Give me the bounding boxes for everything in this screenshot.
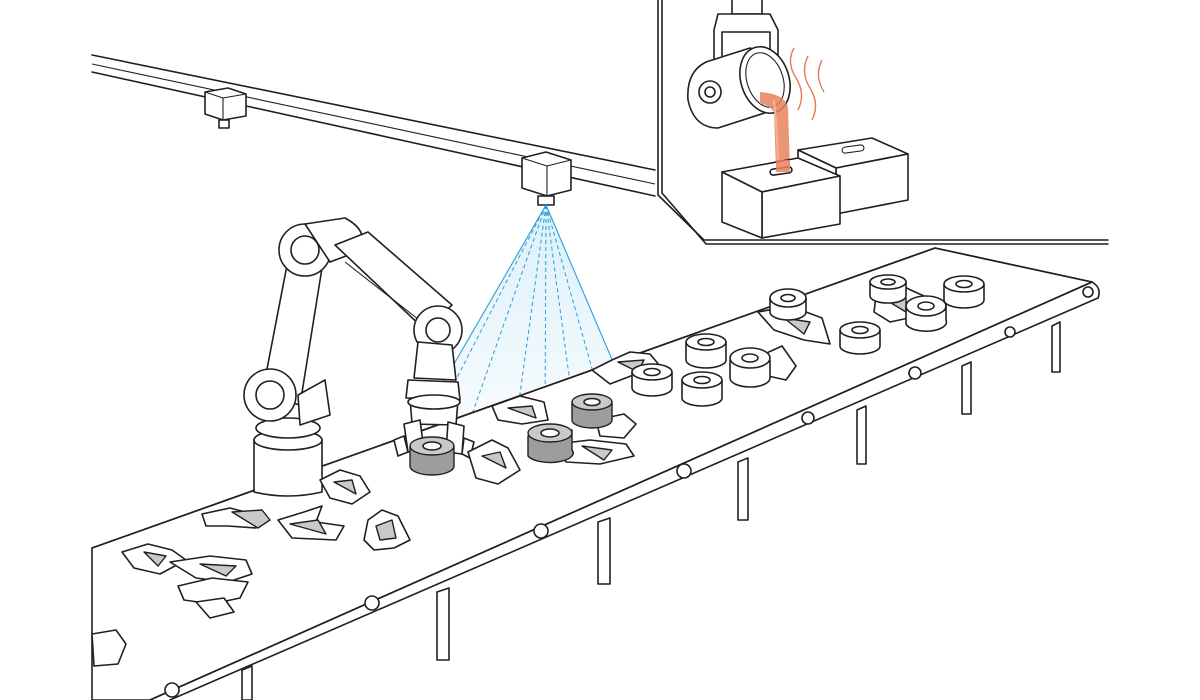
ring-scanned-b (571, 393, 613, 429)
robot-arm (243, 217, 463, 497)
ring-white-5 (769, 288, 807, 321)
belt-legs (241, 321, 1061, 700)
ring-parts (409, 274, 985, 476)
scrap-pieces (91, 285, 925, 667)
ring-gripped (409, 436, 455, 476)
ring-white-6 (839, 321, 881, 355)
ring-white-7 (905, 295, 948, 333)
sand-molds (721, 137, 909, 239)
conveyor-belt (91, 247, 1100, 700)
ring-scanned-a (527, 423, 574, 464)
molten-stream (760, 47, 825, 171)
belt-rivets (164, 326, 1016, 698)
mold-front (721, 157, 841, 239)
ring-white-3 (681, 371, 723, 407)
ring-white-2 (685, 333, 727, 369)
camera-unit (204, 87, 247, 129)
ring-white-1 (631, 363, 673, 397)
ring-white-4 (729, 347, 771, 388)
ring-white-9 (943, 275, 985, 309)
ring-white-8 (869, 274, 907, 304)
casting-inset (657, 0, 1109, 245)
vision-camera (521, 151, 572, 206)
